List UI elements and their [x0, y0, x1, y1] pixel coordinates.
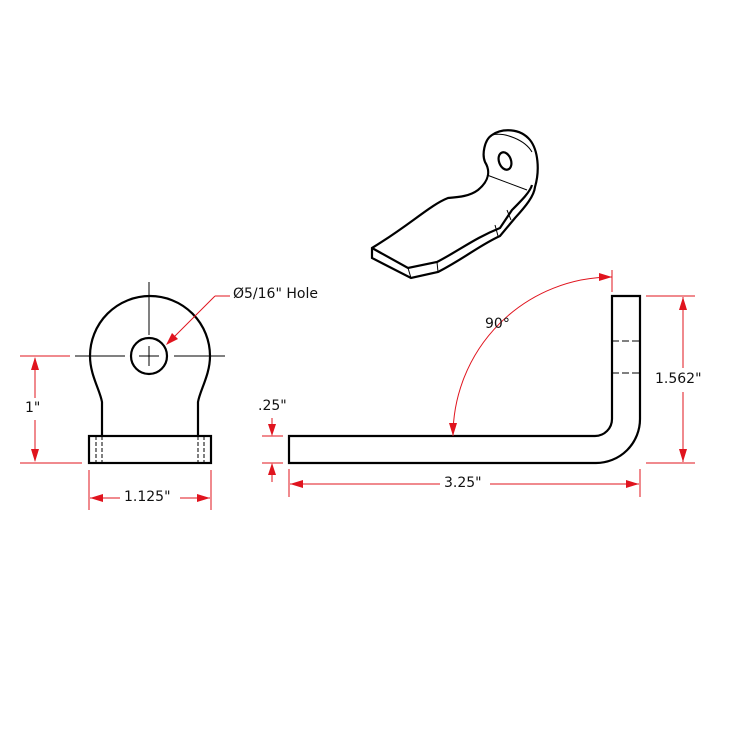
thickness-label: .25": [258, 398, 287, 414]
side-dimensions: [262, 270, 695, 497]
width-front-label: 1.125": [124, 489, 171, 505]
front-view-base: [87, 434, 213, 465]
front-view-outline: [88, 294, 212, 436]
angle-label: 90°: [485, 316, 510, 332]
side-view-outline: [287, 294, 642, 465]
side-view: [287, 294, 642, 465]
hole: [129, 336, 169, 376]
length-label: 3.25": [444, 475, 482, 491]
hole-callout: Ø5/16" Hole: [233, 286, 318, 302]
front-view: [75, 282, 225, 465]
front-dimensions: [20, 295, 230, 510]
height-side-label: 1.562": [655, 371, 702, 387]
isometric-view: [370, 129, 539, 280]
height-front-label: 1": [25, 400, 41, 416]
